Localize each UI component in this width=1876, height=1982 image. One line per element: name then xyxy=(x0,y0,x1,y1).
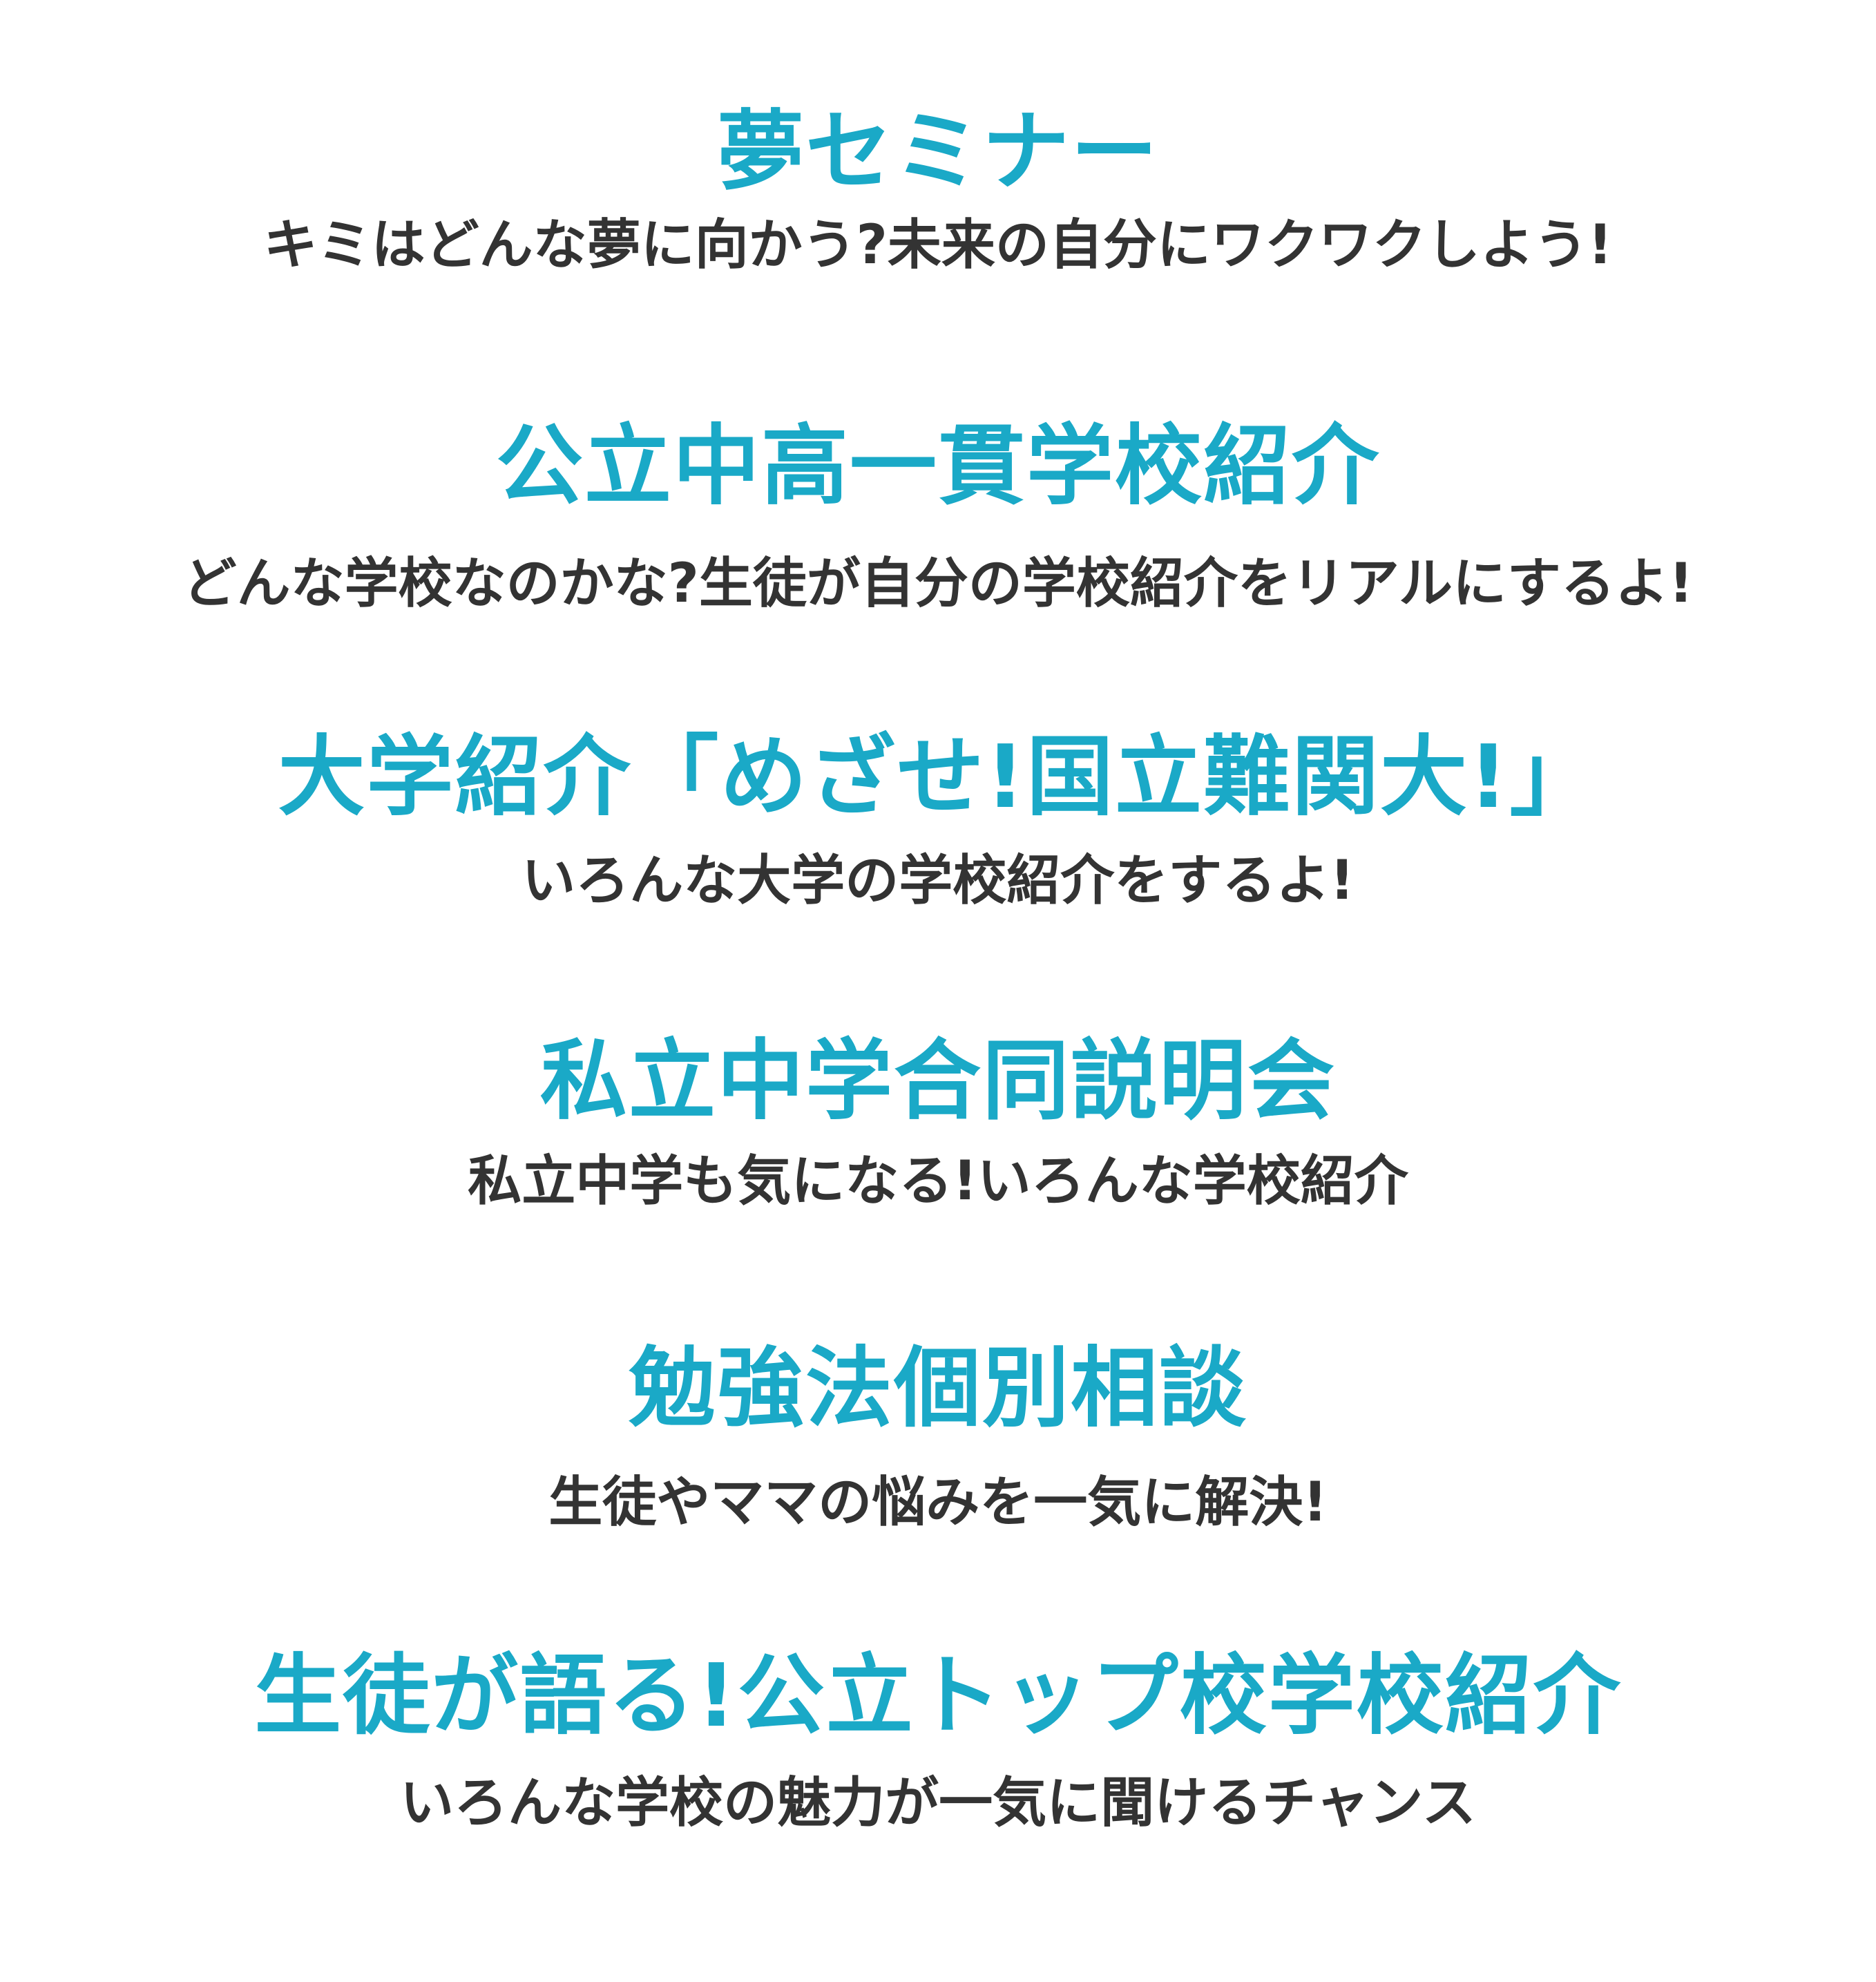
section-title: 大学紹介「めざせ!国立難関大!」 xyxy=(278,726,1598,828)
section-subtitle: 生徒やママの悩みを一気に解決! xyxy=(548,1471,1328,1534)
section-title: 公立中高一貫学校紹介 xyxy=(496,415,1380,517)
section-subtitle: いろんな大学の学校紹介をするよ! xyxy=(521,850,1355,912)
section-title: 生徒が語る!公立トップ校学校紹介 xyxy=(254,1645,1622,1746)
section-subtitle: いろんな学校の魅力が一気に聞けるチャンス xyxy=(400,1772,1476,1834)
section-subtitle: キミはどんな夢に向かう?未来の自分にワクワクしよう! xyxy=(263,214,1613,276)
section-title: 夢セミナー xyxy=(717,101,1159,202)
section-title: 勉強法個別相談 xyxy=(629,1337,1247,1439)
section-title: 私立中学合同説明会 xyxy=(540,1030,1336,1132)
section-subtitle: 私立中学も気になる!いろんな学校紹介 xyxy=(468,1150,1408,1212)
section-subtitle: どんな学校なのかな?生徒が自分の学校紹介をリアルにするよ! xyxy=(182,553,1694,615)
